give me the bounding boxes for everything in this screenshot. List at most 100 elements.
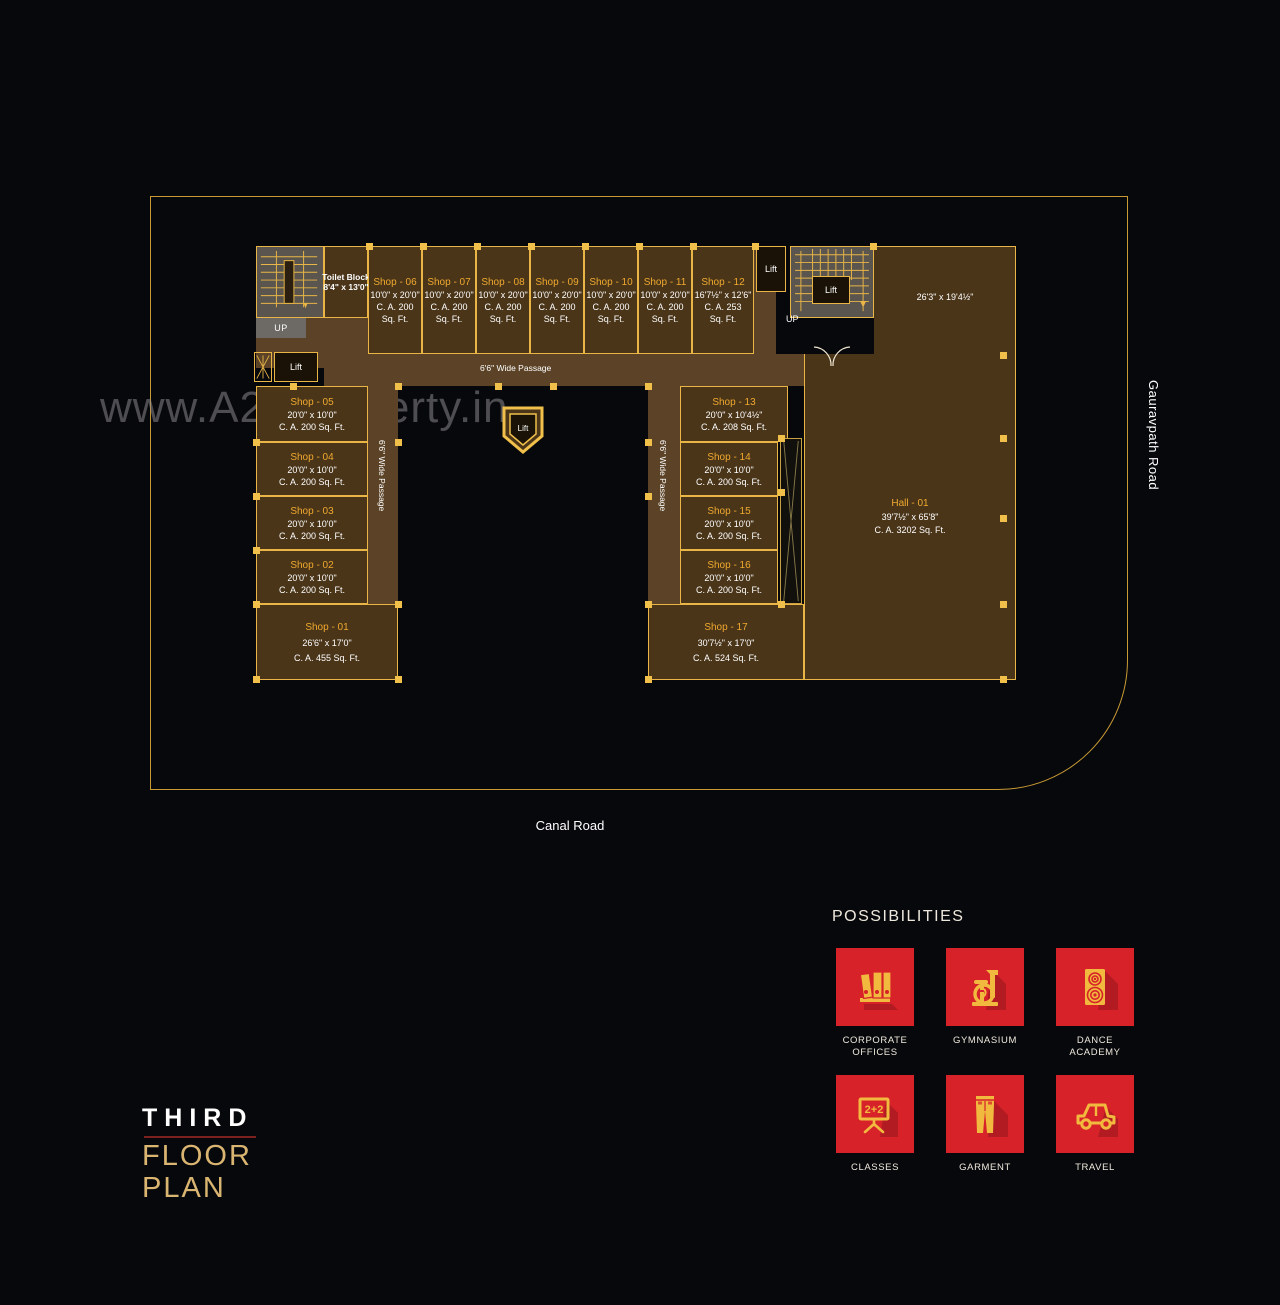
unit-ca: C. A. 208 Sq. Ft.: [700, 421, 768, 432]
unit-shop-12[interactable]: Shop - 12 16'7½" x 12'6" C. A. 253 Sq. F…: [692, 246, 754, 354]
unit-shop-10[interactable]: Shop - 10 10'0" x 20'0" C. A. 200 Sq. Ft…: [584, 246, 638, 354]
unit-name: Shop - 08: [481, 276, 525, 288]
up-left-text: UP: [274, 323, 288, 333]
unit-shop-05[interactable]: Shop - 05 20'0" x 10'0" C. A. 200 Sq. Ft…: [256, 386, 368, 442]
unit-ca: C. A. 200 Sq. Ft.: [695, 530, 763, 541]
unit-hall-01[interactable]: Hall - 01 39'7½" x 65'8" C. A. 3202 Sq. …: [804, 354, 1016, 680]
possibilities-section: POSSIBILITIES CORPORATE OFFICES: [832, 908, 1134, 1174]
lift-right-small[interactable]: Lift: [756, 246, 786, 292]
lift-left[interactable]: Lift: [274, 352, 318, 382]
unit-ca: C. A. 3202 Sq. Ft.: [874, 524, 946, 535]
up-label-right: UP: [786, 314, 799, 324]
unit-dim: 20'0" x 10'0": [287, 464, 337, 475]
column: [582, 243, 589, 250]
unit-dim: 20'0" x 10'4½": [705, 409, 763, 420]
lift-right-big-label: Lift: [824, 285, 837, 295]
possibility-tile: [1056, 1075, 1134, 1153]
trousers-icon: [976, 1096, 1008, 1137]
unit-dim: 20'0" x 10'0": [704, 464, 754, 475]
plan-title-line3: PLAN: [142, 1171, 226, 1204]
unit-name: Shop - 15: [707, 505, 751, 517]
unit-name: Shop - 05: [290, 396, 334, 408]
column: [253, 439, 260, 446]
column: [528, 243, 535, 250]
up-right-text: UP: [786, 314, 799, 324]
binders-icon: [859, 971, 898, 1010]
unit-name: Shop - 06: [373, 276, 417, 288]
unit-ca: C. A. 253: [704, 301, 742, 312]
column: [550, 383, 557, 390]
canal-road-label: Canal Road: [535, 818, 605, 833]
unit-ca: C. A. 200 Sq. Ft.: [278, 530, 346, 541]
column: [395, 676, 402, 683]
possibility-label: CORPORATE OFFICES: [842, 1035, 908, 1058]
column: [395, 383, 402, 390]
unit-shop-09[interactable]: Shop - 09 10'0" x 20'0" C. A. 200 Sq. Ft…: [530, 246, 584, 354]
unit-shop-01[interactable]: Shop - 01 26'6" x 17'0" C. A. 455 Sq. Ft…: [256, 604, 398, 680]
unit-shop-04[interactable]: Shop - 04 20'0" x 10'0" C. A. 200 Sq. Ft…: [256, 442, 368, 496]
plan-title-rule: [144, 1136, 256, 1138]
unit-shop-13[interactable]: Shop - 13 20'0" x 10'4½" C. A. 208 Sq. F…: [680, 386, 788, 442]
unit-shop-07[interactable]: Shop - 07 10'0" x 20'0" C. A. 200 Sq. Ft…: [422, 246, 476, 354]
gauravpath-road-label: Gauravpath Road: [1146, 380, 1161, 491]
column: [778, 435, 785, 442]
column: [870, 243, 877, 250]
unit-dim: 26'6" x 17'0": [302, 637, 352, 648]
unit-shop-03[interactable]: Shop - 03 20'0" x 10'0" C. A. 200 Sq. Ft…: [256, 496, 368, 550]
unit-shop-06[interactable]: Shop - 06 10'0" x 20'0" C. A. 200 Sq. Ft…: [368, 246, 422, 354]
lift-center[interactable]: Lift: [500, 404, 546, 456]
unit-name: Shop - 14: [707, 451, 751, 463]
unit-name: Shop - 09: [535, 276, 579, 288]
unit-ca: C. A. 200 Sq. Ft.: [278, 476, 346, 487]
unit-shop-14[interactable]: Shop - 14 20'0" x 10'0" C. A. 200 Sq. Ft…: [680, 442, 778, 496]
unit-dim: 10'0" x 20'0": [424, 289, 474, 300]
possibility-travel[interactable]: TRAVEL: [1052, 1075, 1138, 1174]
unit-ca: C. A. 200: [430, 301, 468, 312]
unit-shop-16[interactable]: Shop - 16 20'0" x 10'0" C. A. 200 Sq. Ft…: [680, 550, 778, 604]
unit-ca: C. A. 200: [646, 301, 684, 312]
toilet-block-dim: 8'4" x 13'0": [323, 282, 369, 292]
unit-ca2: Sq. Ft.: [489, 313, 517, 324]
unit-dim: 20'0" x 10'0": [287, 572, 337, 583]
unit-dim: 16'7½" x 12'6": [694, 289, 752, 300]
lift-right-big[interactable]: Lift: [812, 276, 850, 304]
unit-dim: 20'0" x 10'0": [287, 518, 337, 529]
toilet-block: Toilet Block 8'4" x 13'0": [322, 246, 370, 318]
column: [253, 676, 260, 683]
column: [645, 676, 652, 683]
passage-left: [368, 386, 398, 604]
unit-shop-17[interactable]: Shop - 17 30'7½" x 17'0" C. A. 524 Sq. F…: [648, 604, 804, 680]
column: [752, 243, 759, 250]
unit-dim: 10'0" x 20'0": [370, 289, 420, 300]
possibility-garment[interactable]: GARMENT: [942, 1075, 1028, 1174]
column: [495, 383, 502, 390]
possibility-classes[interactable]: 2+2 CLASSES: [832, 1075, 918, 1174]
possibility-gymnasium[interactable]: GYMNASIUM: [942, 948, 1028, 1059]
column: [636, 243, 643, 250]
unit-shop-08[interactable]: Shop - 08 10'0" x 20'0" C. A. 200 Sq. Ft…: [476, 246, 530, 354]
unit-shop-15[interactable]: Shop - 15 20'0" x 10'0" C. A. 200 Sq. Ft…: [680, 496, 778, 550]
possibility-dance-academy[interactable]: DANCE ACADEMY: [1052, 948, 1138, 1059]
column: [1000, 676, 1007, 683]
column: [253, 547, 260, 554]
unit-ca: C. A. 200: [484, 301, 522, 312]
passage-top-label: 6'6" Wide Passage: [480, 363, 552, 373]
column: [253, 493, 260, 500]
unit-name: Shop - 17: [704, 621, 748, 633]
possibilities-heading: POSSIBILITIES: [832, 908, 965, 925]
unit-ca: C. A. 455 Sq. Ft.: [293, 652, 361, 663]
possibility-corporate-offices[interactable]: CORPORATE OFFICES: [832, 948, 918, 1059]
unit-ca: C. A. 200 Sq. Ft.: [278, 421, 346, 432]
stair-left-icon: [260, 250, 318, 309]
column: [778, 601, 785, 608]
unit-ca2: Sq. Ft.: [381, 313, 409, 324]
unit-shop-11[interactable]: Shop - 11 10'0" x 20'0" C. A. 200 Sq. Ft…: [638, 246, 692, 354]
column: [366, 243, 373, 250]
column: [645, 439, 652, 446]
column: [290, 383, 297, 390]
unit-dim: 20'0" x 10'0": [704, 572, 754, 583]
column: [645, 493, 652, 500]
door-swing-icon: [813, 346, 851, 367]
unit-shop-02[interactable]: Shop - 02 20'0" x 10'0" C. A. 200 Sq. Ft…: [256, 550, 368, 604]
column: [420, 243, 427, 250]
